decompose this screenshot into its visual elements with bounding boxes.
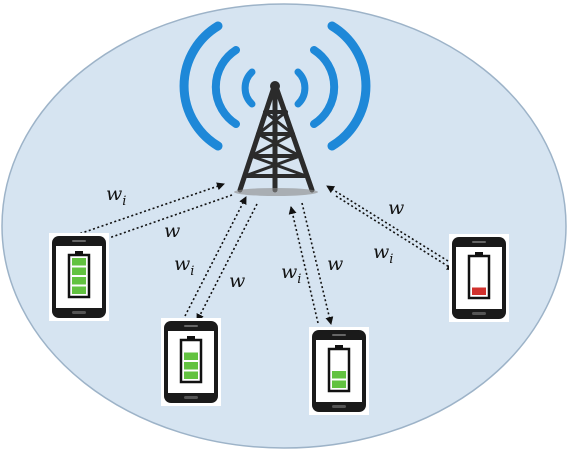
battery-level-segment — [184, 352, 198, 360]
downlink-arrow-center-right — [301, 202, 334, 325]
battery-level-segment — [72, 258, 86, 266]
link-arrows — [75, 182, 455, 325]
link-labels: wi w wi w wi w w wi — [106, 183, 404, 292]
uplink-arrow-right — [326, 185, 449, 262]
battery-level-segment — [72, 277, 86, 285]
battery-icon — [327, 347, 351, 393]
label-wi-right: wi — [373, 241, 393, 267]
downlink-arrow-left — [85, 194, 233, 248]
phone-center-left-icon — [161, 318, 221, 406]
label-wi-center-left: wi — [174, 253, 194, 279]
phones — [49, 233, 509, 415]
battery-level-segment — [72, 286, 86, 294]
battery-level-segment — [72, 267, 86, 275]
label-w-left: w — [164, 220, 180, 242]
label-w-right: w — [388, 197, 404, 219]
battery-icon — [467, 254, 491, 300]
label-w-center-left: w — [229, 270, 245, 292]
battery-icon — [179, 338, 203, 384]
phone-left-icon — [49, 233, 109, 321]
label-wi-left: wi — [106, 183, 126, 209]
cell-tower-icon — [234, 81, 318, 196]
uplink-arrow-center-right — [288, 206, 319, 324]
label-w-center-right: w — [327, 253, 343, 275]
downlink-arrow-center-left — [196, 203, 258, 322]
battery-level-segment — [184, 371, 198, 379]
label-wi-center-right: wi — [281, 261, 301, 287]
signal-wave-icon — [179, 21, 371, 151]
battery-icon — [67, 253, 91, 299]
battery-level-segment — [472, 287, 486, 295]
battery-level-segment — [184, 362, 198, 370]
downlink-arrow-right — [335, 195, 455, 271]
battery-level-segment — [332, 371, 346, 379]
coverage-cell — [1, 3, 567, 449]
uplink-arrow-left — [75, 182, 225, 236]
battery-level-segment — [332, 380, 346, 388]
phone-center-right-icon — [309, 327, 369, 415]
phone-right-icon — [449, 234, 509, 322]
